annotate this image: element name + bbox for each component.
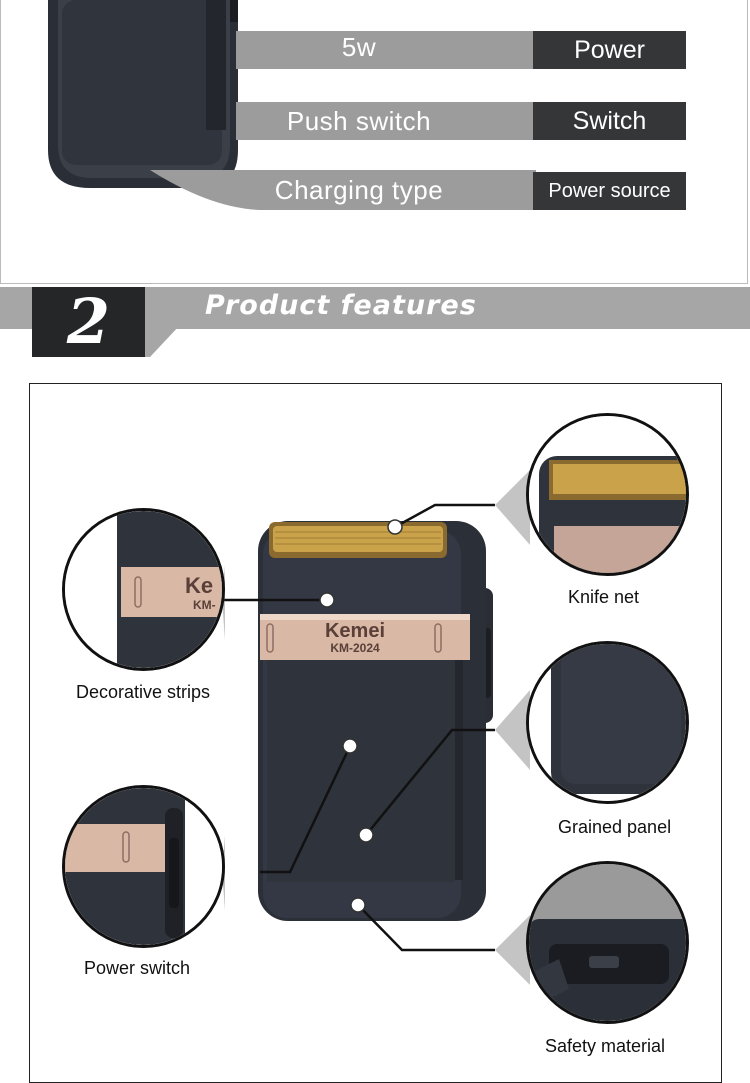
knife-net-zoom [526,413,689,576]
decorative-strips-zoom: Ke KM- [62,508,225,671]
section-title: Product features [205,290,477,321]
spec-frame [0,0,748,284]
caption-power-switch: Power switch [84,958,191,978]
caption-decorative-strips: Decorative strips [76,682,211,702]
spec-band-1 [236,31,536,69]
spec-band-2 [236,102,536,140]
spec-band-3 [150,170,536,210]
spec-key-switch: Switch [533,102,686,140]
power-switch-zoom [62,785,225,948]
spec-key-power-source: Power source [533,172,686,210]
section-number: 2 [32,287,145,357]
caption-grained-panel: Grained panel [558,817,672,837]
svg-text:KM-: KM- [193,598,216,612]
spec-key-power: Power [533,31,686,69]
spec-value-power-source: Charging type [274,175,444,205]
spec-value-power: 5w [341,32,377,62]
product-model: KM-2024 [330,641,380,655]
safety-material-zoom [526,861,689,1024]
caption-safety-material: Safety material [545,1036,666,1056]
shaver-side-image [48,0,238,188]
header-tail [140,325,180,357]
grained-panel-zoom [526,641,689,804]
spec-value-switch: Push switch [286,106,432,136]
product-brand: Kemei [324,620,386,642]
caption-knife-net: Knife net [568,587,640,607]
svg-text:Ke: Ke [185,573,213,598]
